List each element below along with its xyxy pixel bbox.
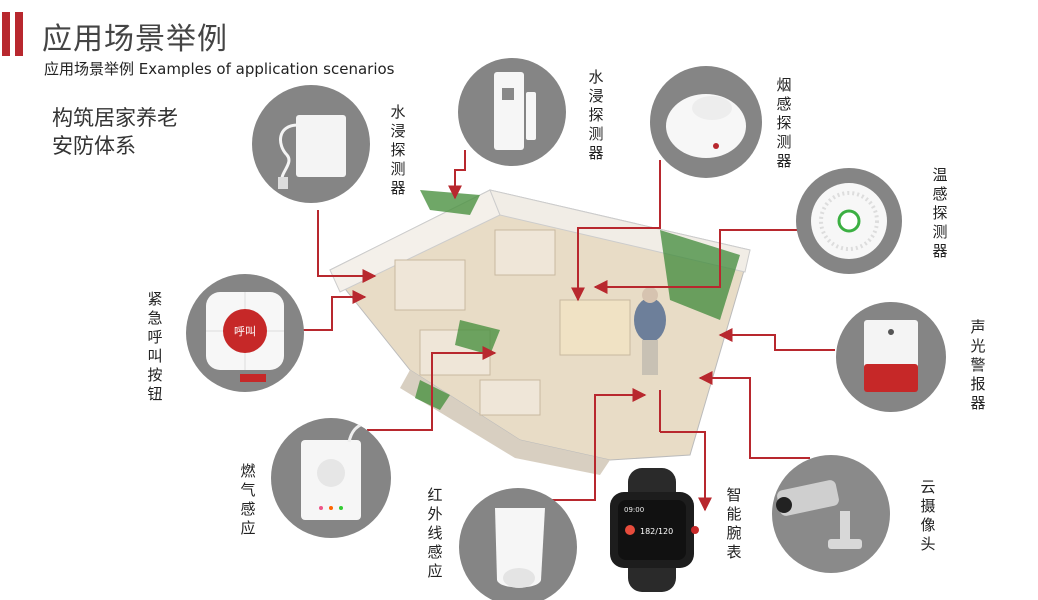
smartwatch-icon: 09:00 182/120 [610, 468, 699, 592]
emergency-button-label: 紧急呼叫按钮 [147, 290, 163, 403]
page-title: 应用场景举例 [42, 22, 228, 57]
slogan: 构筑居家养老 安防体系 [52, 104, 178, 160]
title-accent-bar [2, 12, 10, 56]
smoke-detector-device [650, 66, 762, 178]
temperature-detector-icon [811, 183, 887, 259]
emergency-button-device: 呼叫 [186, 274, 304, 392]
siren-icon [864, 320, 918, 392]
smoke-detector-icon [666, 94, 746, 158]
gas-sensor-icon [301, 419, 369, 520]
title-accent-bar [15, 12, 23, 56]
smartwatch-device: 09:00 182/120 [600, 468, 710, 592]
water-detector-left-label: 水浸探测器 [390, 103, 406, 197]
gas-sensor-device [271, 418, 391, 538]
infrared-sensor-icon [495, 508, 545, 588]
siren-label: 声光警报器 [970, 318, 986, 412]
temperature-detector-label: 温感探测器 [932, 166, 948, 260]
smoke-detector-label: 烟感探测器 [776, 76, 792, 170]
smartwatch-label: 智能腕表 [726, 486, 742, 561]
camera-device [772, 455, 890, 573]
emergency-button-icon: 呼叫 [206, 292, 284, 382]
camera-icon [776, 480, 862, 549]
siren-device [836, 302, 946, 412]
infrared-sensor-label: 红外线感应 [427, 486, 443, 580]
water-detector-icon [494, 72, 536, 150]
page-subtitle: 应用场景举例 Examples of application scenarios [44, 60, 395, 78]
water-detector-left-device [252, 85, 370, 203]
slogan-line: 构筑居家养老 [52, 106, 178, 130]
water-detector-icon [278, 115, 346, 189]
slogan-line: 安防体系 [52, 134, 136, 158]
watch-time-text: 09:00 [624, 506, 644, 514]
camera-label: 云摄像头 [920, 478, 936, 553]
temperature-detector-device [796, 168, 902, 274]
button-face-text: 呼叫 [234, 325, 256, 338]
water-detector-top-label: 水浸探测器 [588, 68, 604, 162]
water-detector-top-device [458, 58, 566, 166]
gas-sensor-label: 燃气感应 [240, 462, 256, 537]
infrared-sensor-device [459, 488, 577, 600]
watch-bp-text: 182/120 [640, 527, 673, 536]
